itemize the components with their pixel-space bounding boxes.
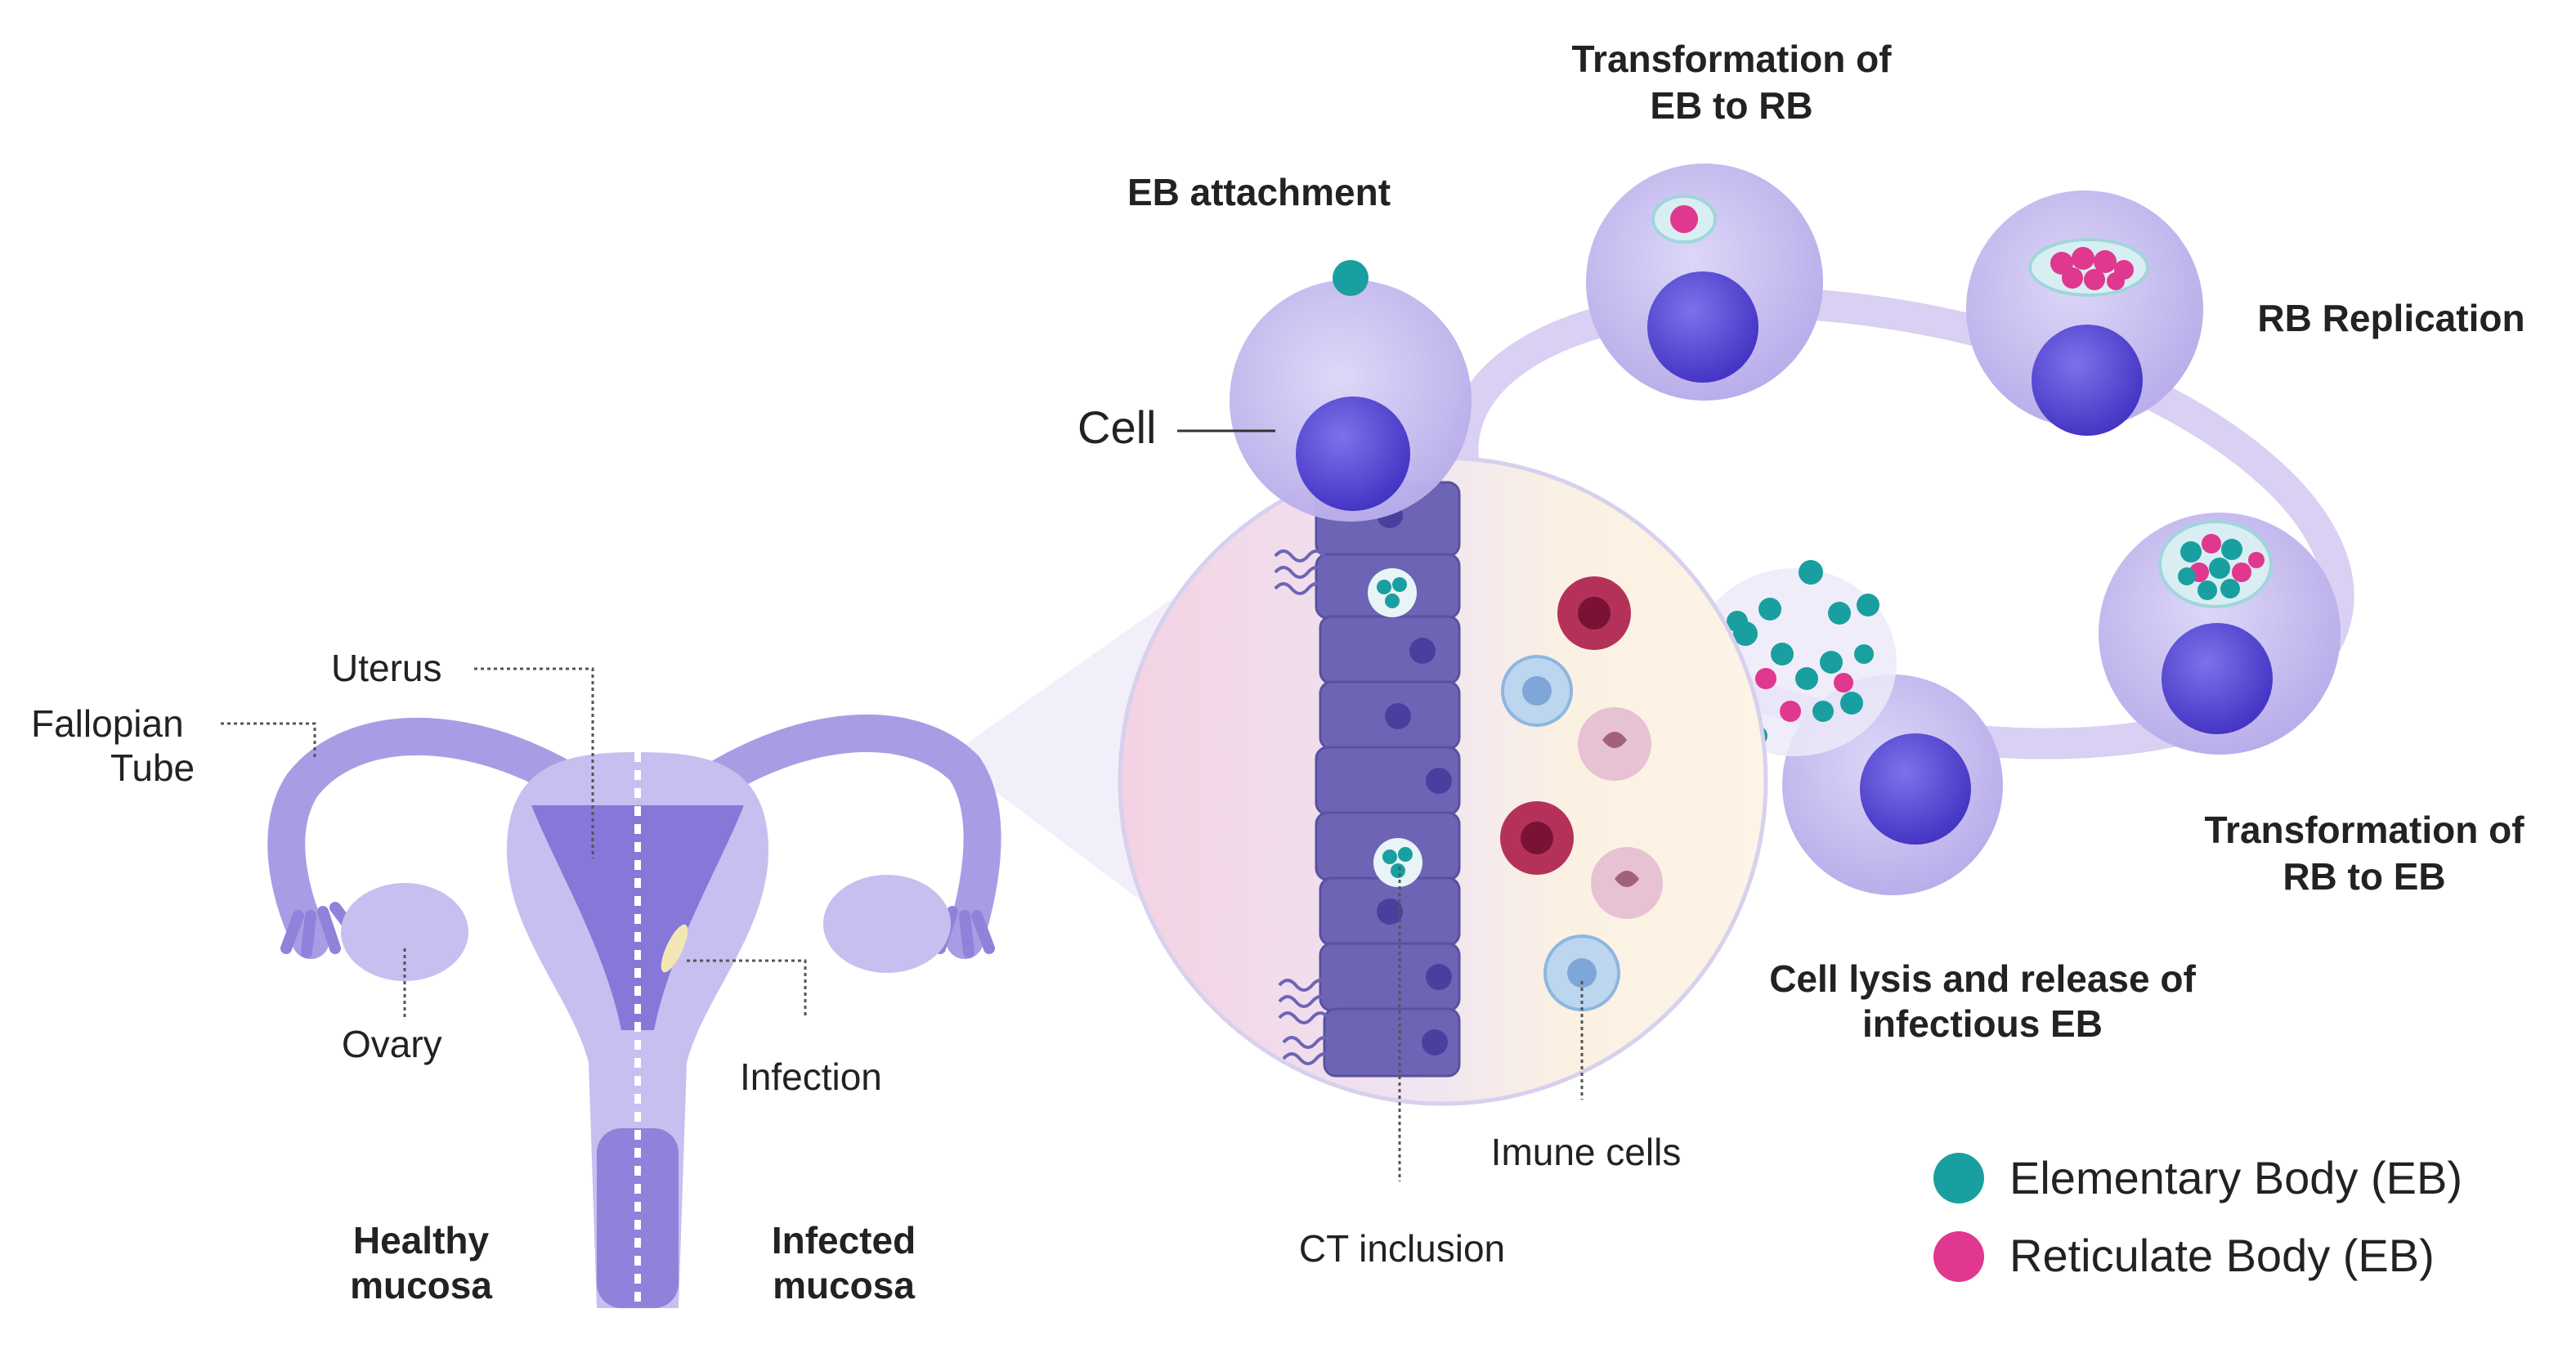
label-fallopian-1: Fallopian (31, 702, 184, 745)
cell-rb-replication (1966, 190, 2203, 436)
ct-inclusion-upper (1368, 568, 1417, 617)
nucleus (2032, 325, 2143, 436)
label-healthy-2: mucosa (350, 1264, 492, 1306)
leader-infection (687, 959, 807, 1018)
leader-fallopian (221, 722, 316, 760)
label-lysis-2: infectious EB (1862, 1002, 2103, 1045)
nucleus (2162, 623, 2273, 734)
label-rb-eb-1: Transformation of (2204, 809, 2524, 851)
label-imune-cells: Imune cells (1490, 1131, 1682, 1173)
cell-rb-to-eb (2099, 513, 2341, 755)
label-infection: Infection (740, 1055, 882, 1098)
ct-inclusion-lower (1373, 838, 1422, 887)
cervical-canal (597, 1128, 679, 1308)
infection-spot (661, 924, 688, 973)
label-infected-1: Infected (771, 1219, 916, 1262)
label-healthy-1: Healthy (352, 1219, 490, 1262)
legend-rb-label: Reticulate Body (EB) (2009, 1230, 2435, 1281)
label-infected-2: mucosa (773, 1264, 915, 1306)
cell-eb-to-rb (1586, 164, 1823, 401)
label-ovary: Ovary (342, 1023, 442, 1065)
label-rb-replication: RB Replication (2257, 297, 2525, 339)
label-eb-rb-1: Transformation of (1571, 38, 1892, 80)
leader-uterus (474, 667, 594, 858)
legend-eb-swatch (1933, 1153, 1984, 1203)
fallopian-tube-right (635, 714, 1001, 959)
label-rb-eb-2: RB to EB (2283, 855, 2446, 898)
cilia (1274, 549, 1351, 1065)
legend-rb-swatch (1933, 1231, 1984, 1282)
nucleus (1296, 397, 1410, 511)
cell-eb-attachment (1177, 260, 1472, 522)
nucleus (1860, 733, 1971, 845)
label-eb-rb-2: EB to RB (1650, 84, 1813, 127)
label-cell: Cell (1077, 401, 1157, 453)
label-lysis-1: Cell lysis and release of (1769, 957, 2196, 1000)
label-ct-inclusion: CT inclusion (1298, 1227, 1506, 1270)
developmental-cycle (1447, 164, 2354, 895)
label-uterus: Uterus (331, 647, 442, 689)
ovary-left (341, 883, 468, 981)
ovary-right (823, 875, 951, 973)
nucleus (1647, 271, 1758, 383)
label-eb-attachment: EB attachment (1127, 171, 1391, 213)
immune-cells (1500, 576, 1663, 1011)
fallopian-tube-left (267, 717, 648, 959)
elementary-body (1333, 260, 1369, 296)
legend-eb-label: Elementary Body (EB) (2009, 1152, 2462, 1203)
label-fallopian-2: Tube (110, 746, 195, 789)
tissue-zoom (1118, 455, 1768, 1181)
